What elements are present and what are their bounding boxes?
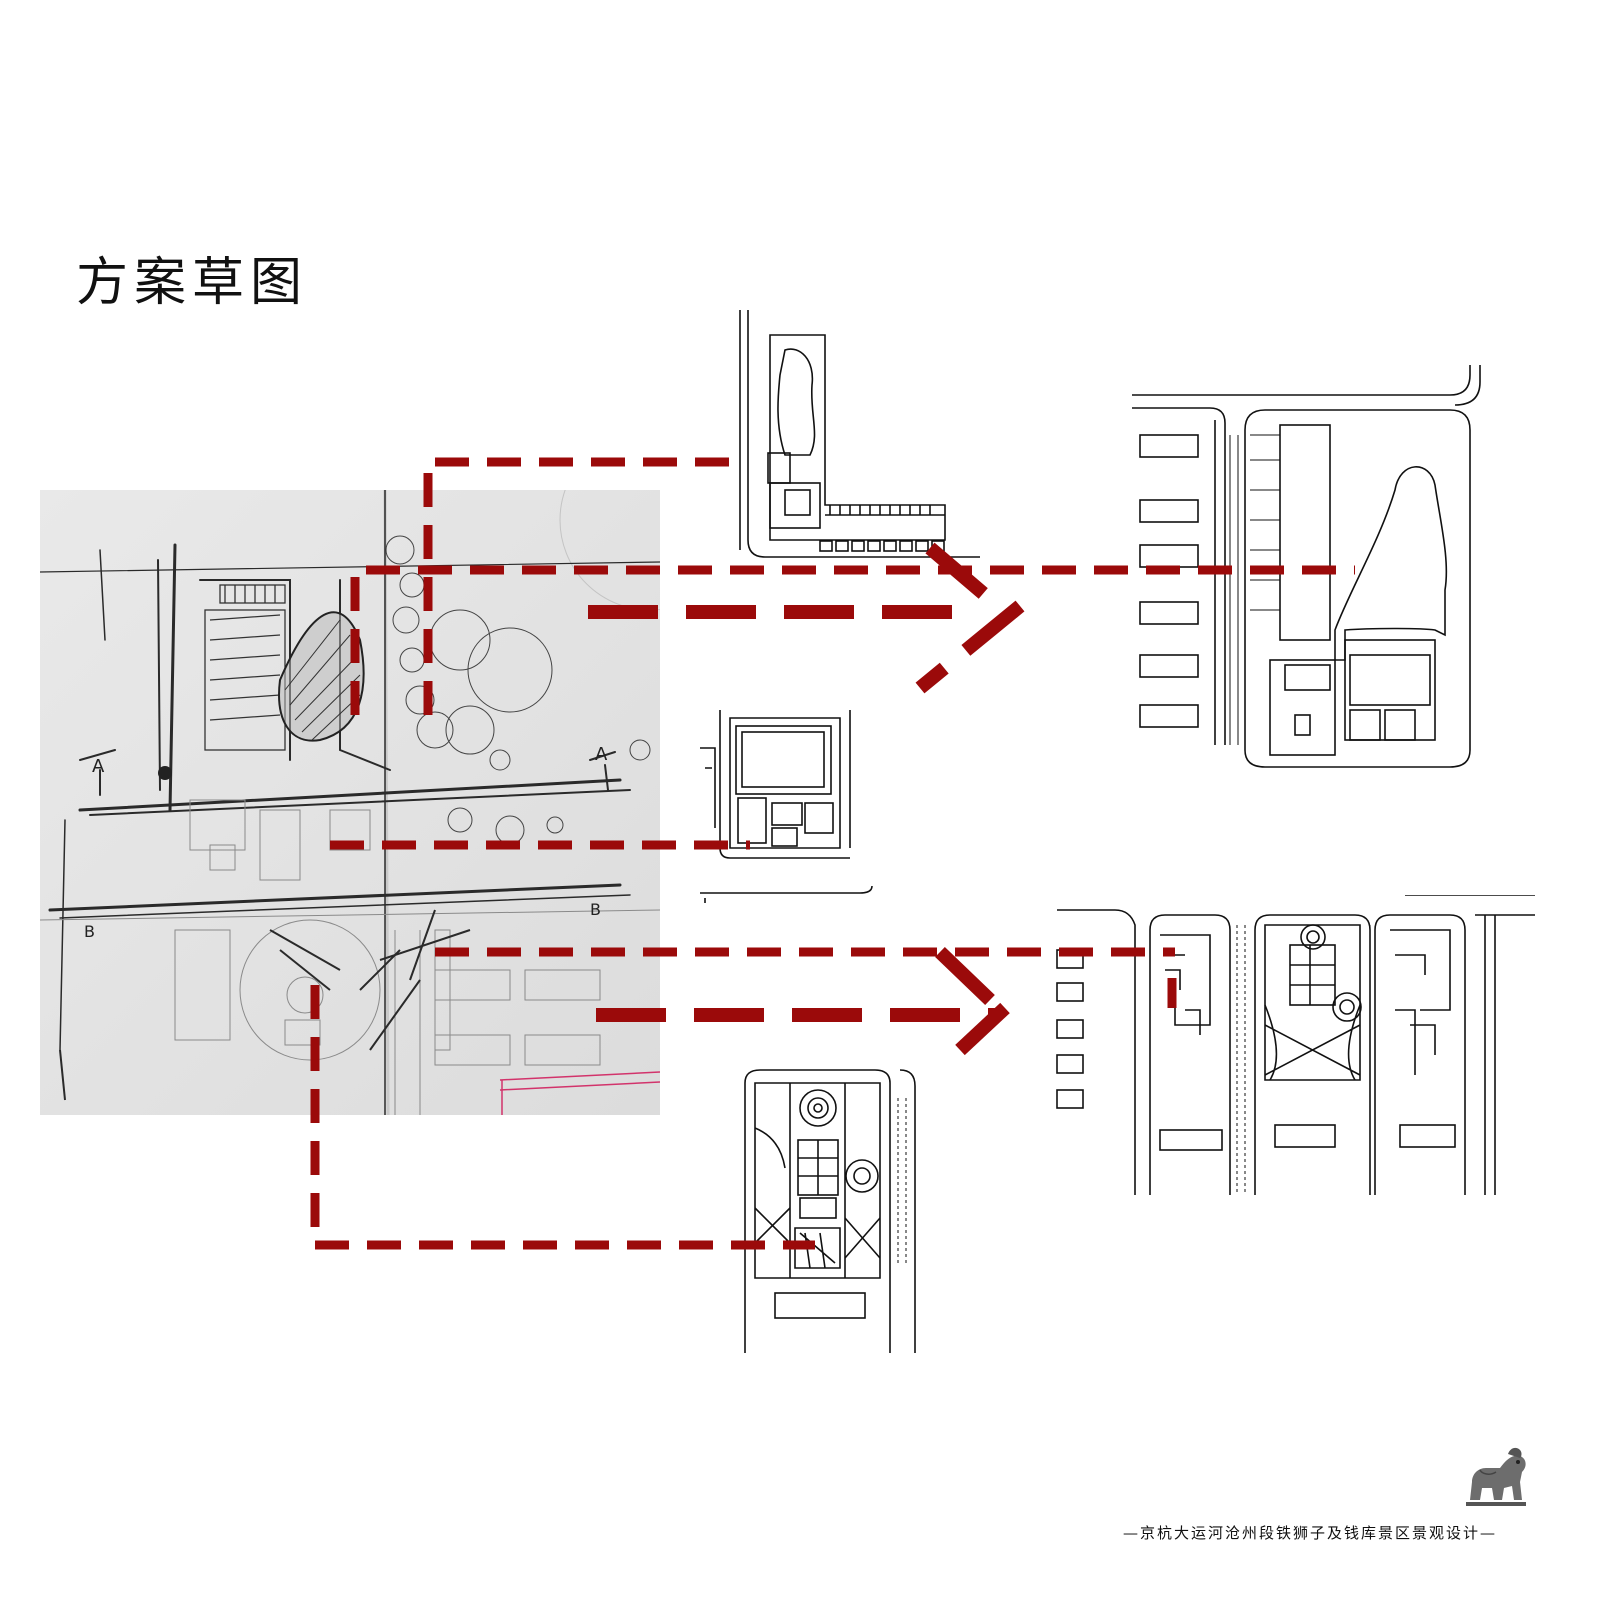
connector-top-right [350, 565, 1355, 715]
section-label-a-left: A [92, 756, 105, 777]
page-title: 方案草图 [76, 253, 309, 313]
plan-detail-bottom-right-strips [1056, 895, 1535, 1195]
arrow-head-upper-bottom [915, 600, 1025, 694]
section-label-a-right: A [595, 744, 608, 765]
plan-detail-top-right-block [1132, 365, 1481, 768]
section-label-b-right: B [590, 900, 601, 919]
arrow-head-lower-bottom [955, 1002, 1010, 1056]
sketch-drawing: A A B B [40, 490, 660, 1115]
plan-detail-bottom-middle-strip [744, 1069, 916, 1353]
arrow-head-upper-top [925, 542, 1010, 618]
section-label-b-left: B [84, 922, 95, 941]
plan-detail-top-park [739, 310, 980, 558]
iron-lion-icon [1466, 1447, 1526, 1506]
arrow-head-lower-top [935, 946, 995, 1006]
connector-top-park [423, 457, 735, 715]
connector-bottom-middle [310, 985, 815, 1250]
footer-project-title: —京杭大运河沧州段铁狮子及钱库景区景观设计— [1122, 1524, 1497, 1542]
hand-sketch-photo: A A B B [40, 490, 660, 1115]
